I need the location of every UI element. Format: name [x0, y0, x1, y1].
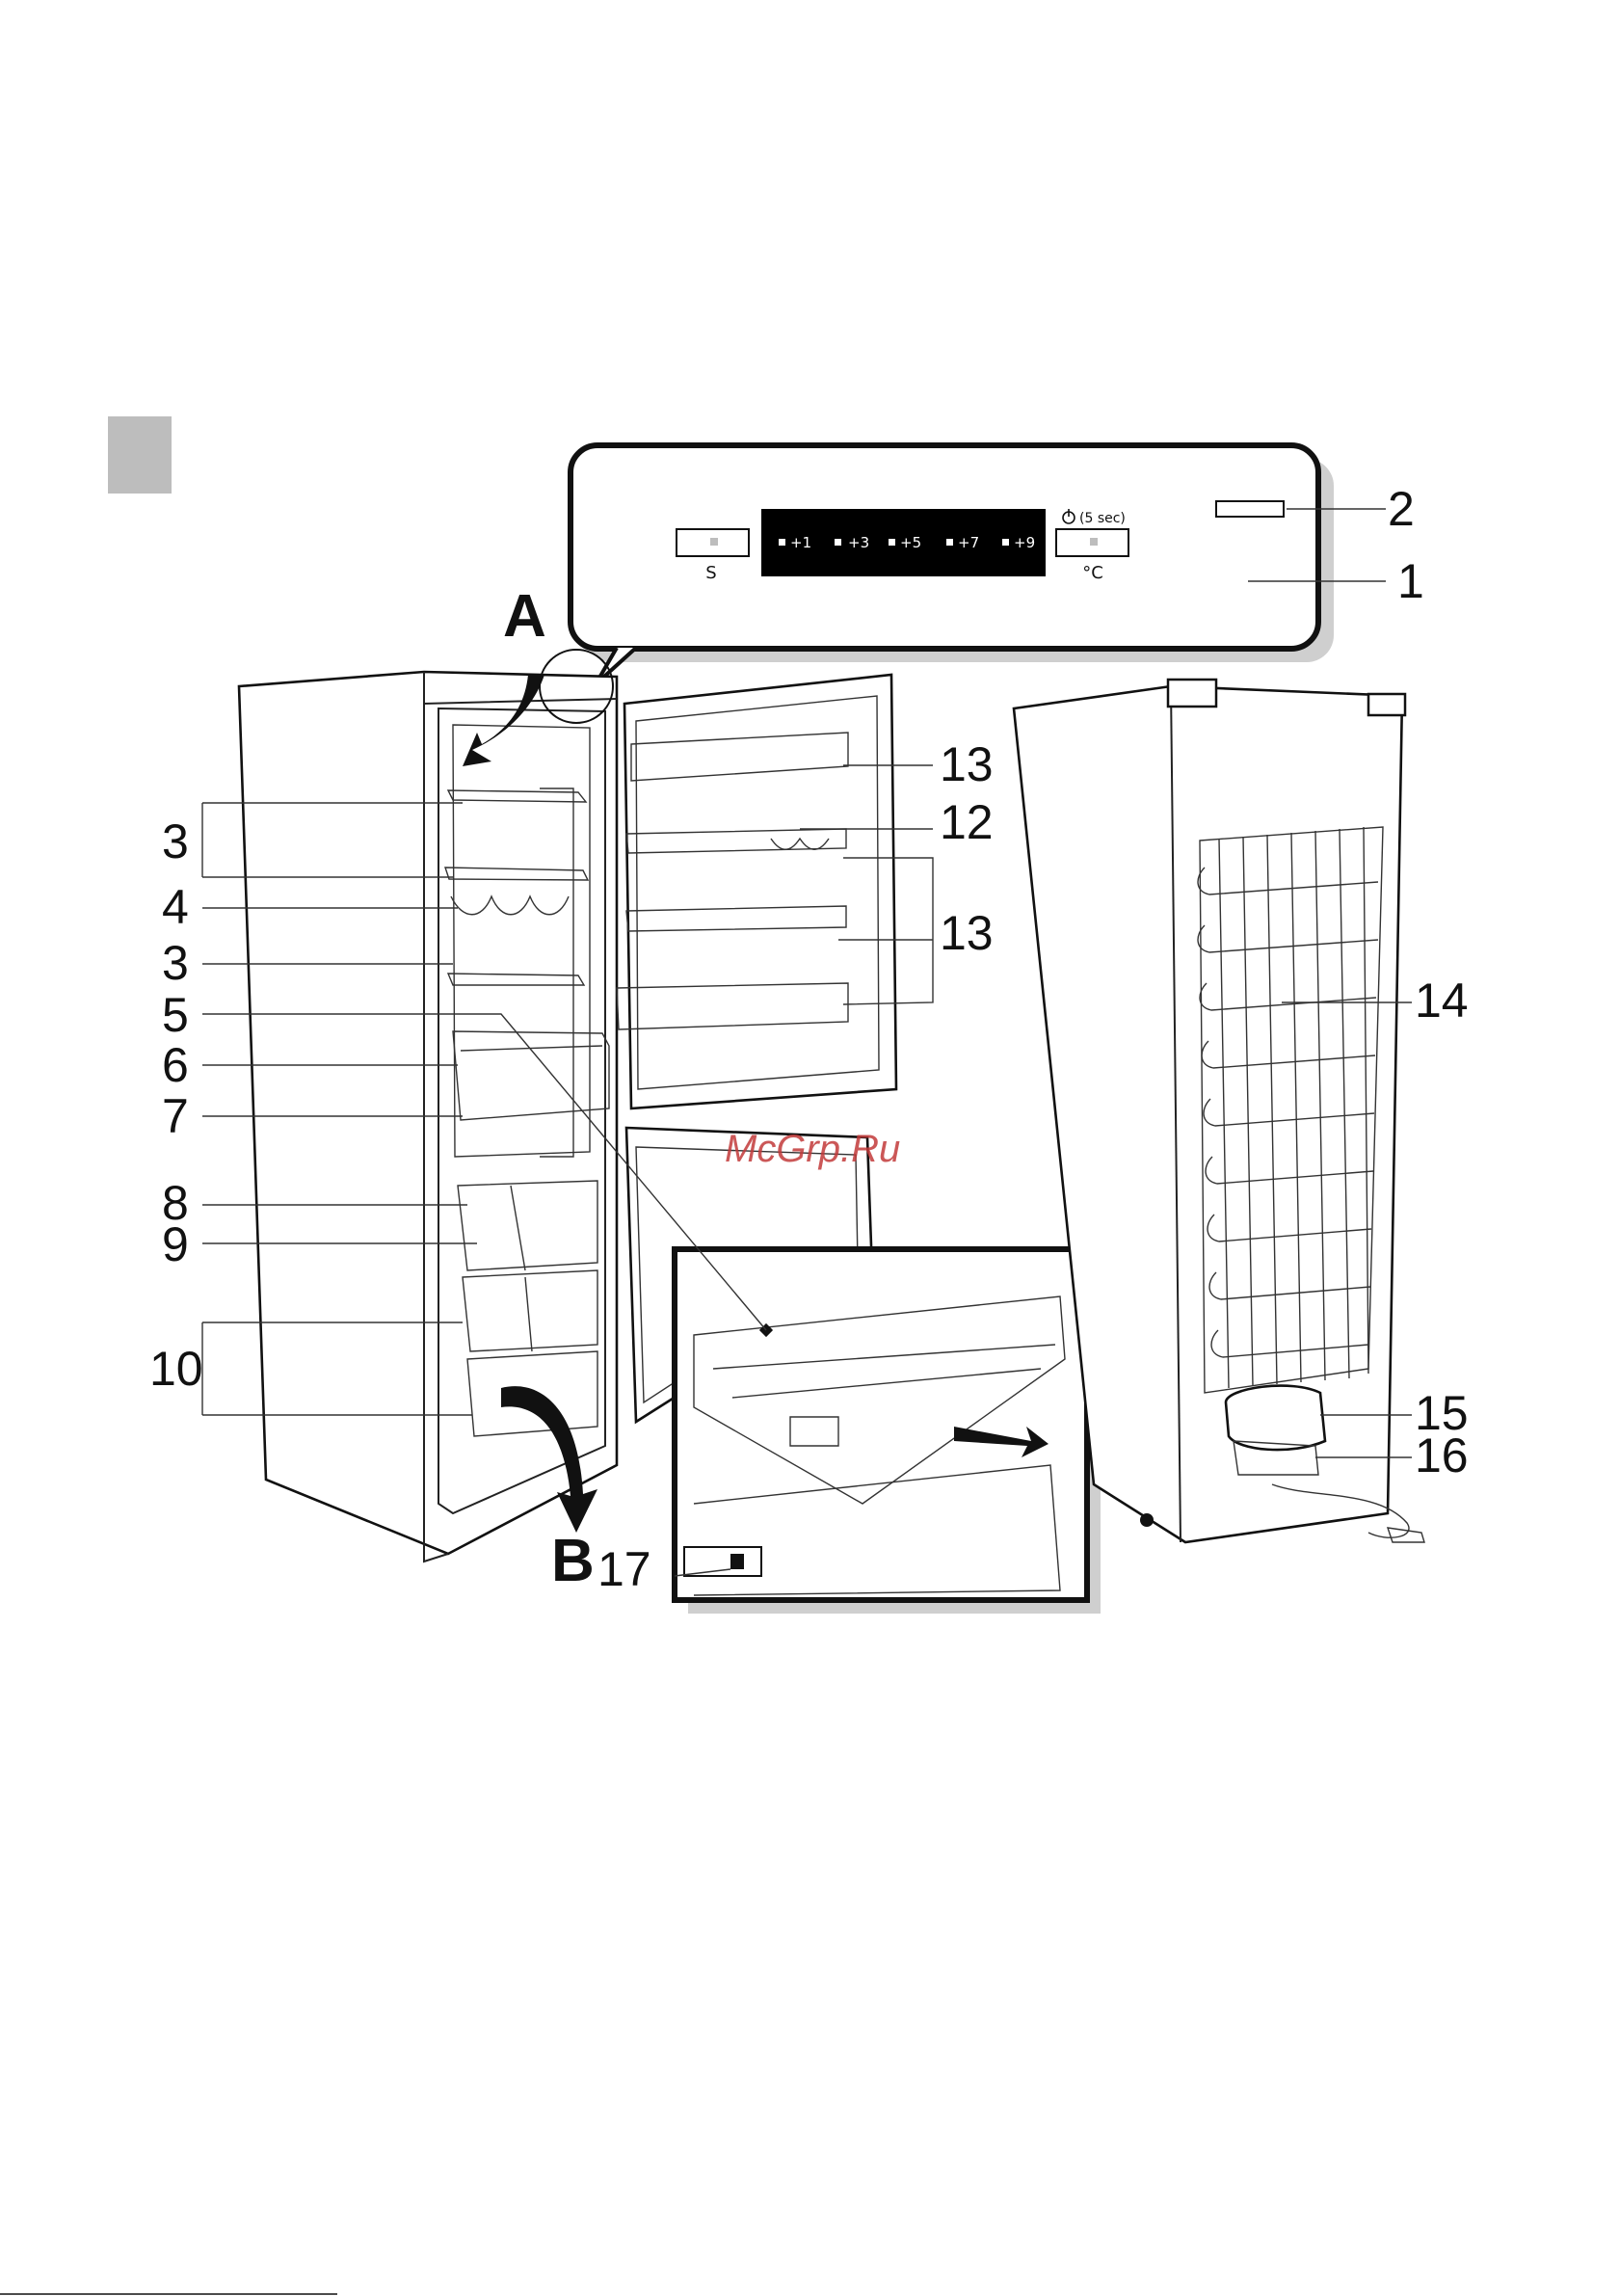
- setting-2: +3: [848, 534, 869, 551]
- callout-13-upper: 13: [940, 737, 994, 791]
- callout-5: 5: [162, 988, 189, 1042]
- setting-5: +9: [1014, 534, 1035, 551]
- super-button-label: S: [705, 563, 716, 583]
- watermark: McGrp.Ru: [725, 1128, 900, 1170]
- drawer-detail-inset: [675, 1249, 1101, 1614]
- arrow-b-label: B: [551, 1528, 595, 1594]
- setting-4: +7: [958, 534, 979, 551]
- section-marker: [108, 416, 172, 494]
- callout-9: 9: [162, 1217, 189, 1271]
- callout-1: 1: [1397, 554, 1424, 608]
- callout-17: 17: [597, 1542, 651, 1596]
- temperature-button-label: °C: [1082, 563, 1103, 583]
- callout-3-lower: 3: [162, 936, 189, 990]
- panel-slot: [1216, 501, 1284, 517]
- callout-4: 4: [162, 880, 189, 934]
- callout-2: 2: [1388, 482, 1415, 536]
- control-panel: S +1 +3 +5 +7 +9 (5 sec) °C: [571, 445, 1334, 684]
- callout-3-upper: 3: [162, 814, 189, 868]
- callout-12: 12: [940, 795, 994, 849]
- callout-16: 16: [1415, 1428, 1469, 1482]
- callout-6: 6: [162, 1038, 189, 1092]
- callout-7: 7: [162, 1089, 189, 1143]
- control-strip: [684, 1547, 761, 1576]
- callout-13-lower: 13: [940, 906, 994, 960]
- timer-label: (5 sec): [1079, 511, 1126, 526]
- setting-3: +5: [900, 534, 921, 551]
- setting-1: +1: [790, 534, 811, 551]
- callout-14: 14: [1415, 974, 1469, 1028]
- arrow-a-label: A: [503, 583, 546, 650]
- callout-10: 10: [149, 1342, 203, 1396]
